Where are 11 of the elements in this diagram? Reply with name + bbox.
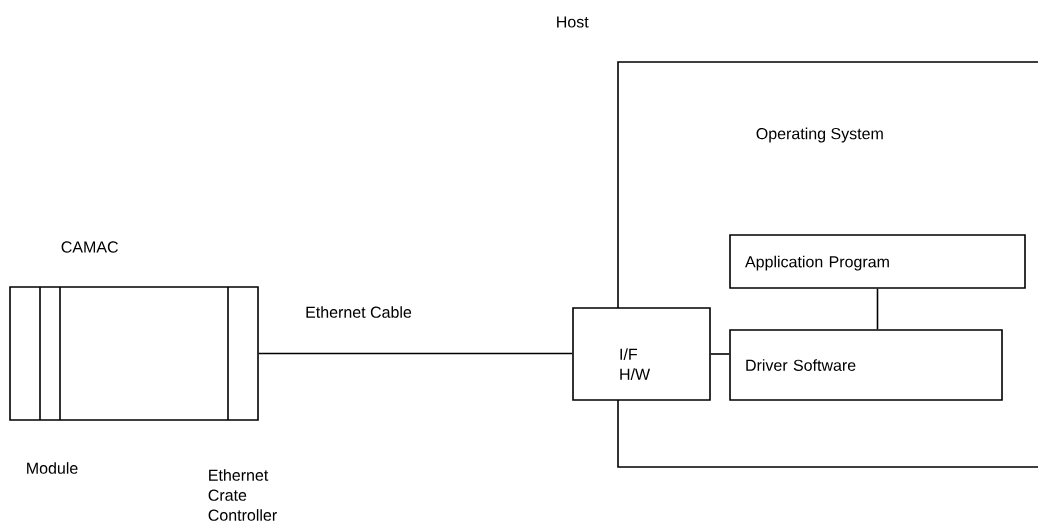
part-label: Module (27, 462, 78, 474)
connector-line (258, 352, 573, 355)
host-label: Host (557, 16, 589, 28)
edge-label: Ethernet Cable (303, 304, 414, 320)
software-box: Application Program (729, 234, 1026, 289)
part-label: Ethernet Crate Controller (208, 469, 277, 521)
crate-label: CAMAC (61, 241, 118, 253)
system-label: Operating System (756, 127, 883, 143)
software-box: Driver Software (729, 329, 1003, 401)
connector-line (710, 353, 730, 355)
connector-line (876, 288, 879, 330)
